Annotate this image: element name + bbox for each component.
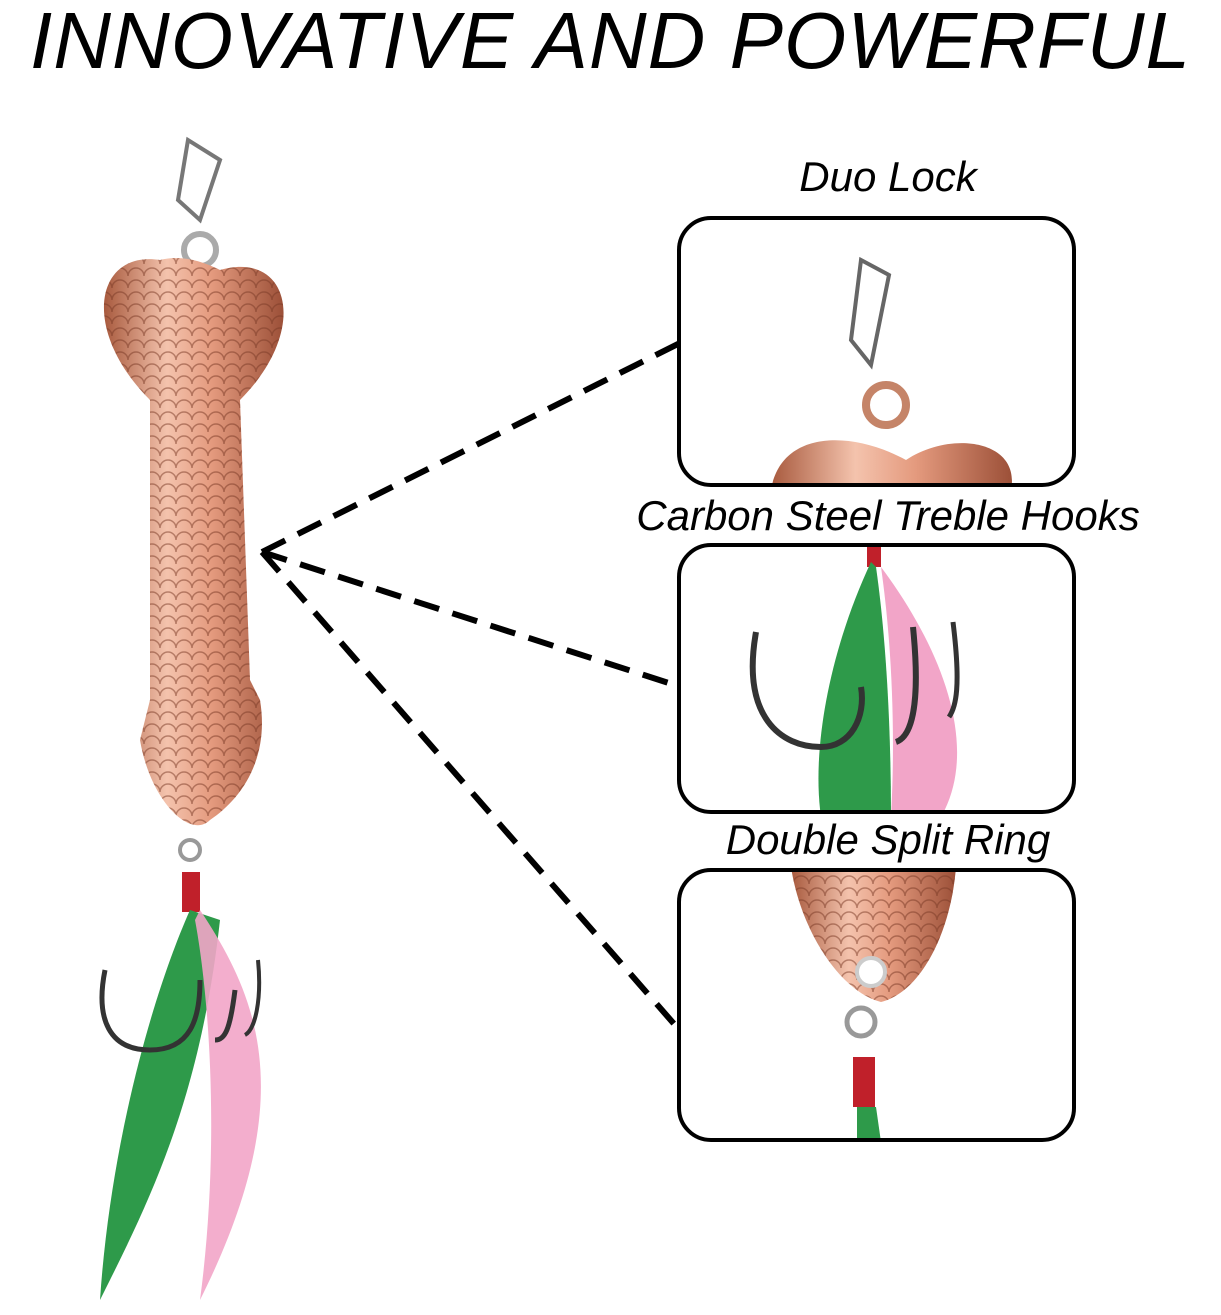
split-ring-icon (791, 872, 956, 1138)
connector-line-hooks (261, 549, 676, 688)
page-title: INNOVATIVE AND POWERFUL (30, 0, 1191, 85)
snap-swivel-icon (772, 256, 1012, 483)
callout-box-split-ring (677, 868, 1076, 1142)
callout-label-duo-lock: Duo Lock (799, 153, 977, 200)
callout-label-hooks: Carbon Steel Treble Hooks (636, 492, 1140, 539)
snap-swivel-icon (175, 136, 223, 269)
callout-box-hooks (677, 543, 1076, 814)
connector-line-split-ring (259, 550, 678, 1027)
callout-box-duo-lock (677, 216, 1076, 487)
treble-hook-icon (749, 547, 960, 810)
treble-hook-icon (99, 838, 262, 1300)
lure-body (103, 258, 284, 826)
callout-label-split-ring: Double Split Ring (725, 816, 1051, 863)
